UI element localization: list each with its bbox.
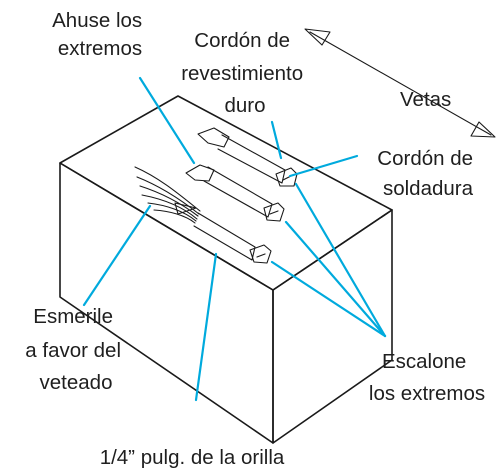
leader-orilla	[194, 252, 218, 402]
labels: Ahuse los extremos Cordón de revestimien…	[25, 9, 485, 469]
weld-bead-3	[134, 166, 272, 264]
steel-block	[59, 95, 393, 444]
bead-1-stepped-end	[275, 167, 298, 187]
label-escalone: Escalone los extremos	[369, 350, 485, 405]
leader-lines	[82, 76, 387, 402]
bead-2-tapered-start	[185, 164, 215, 182]
bead-2-body	[203, 166, 273, 218]
bead-3-stepped-end	[249, 244, 272, 264]
weld-bead-1	[197, 127, 298, 187]
grain-direction-arrow	[304, 28, 496, 138]
label-vetas: Vetas	[400, 88, 451, 111]
leader-escalone-3	[270, 260, 387, 338]
leader-revestimiento	[270, 120, 283, 160]
leader-esmerile	[82, 204, 152, 307]
block-left-face	[59, 162, 274, 444]
grinding-marks	[134, 166, 201, 224]
leader-soldadura	[288, 154, 359, 178]
grain-arrowhead-bottom	[470, 121, 496, 138]
bead-3-body	[193, 212, 256, 261]
bead-1-tapered-start	[197, 127, 230, 148]
bead-2-stepped-end	[263, 202, 285, 222]
bead-1-body	[217, 134, 286, 184]
label-soldadura: Cordón de soldadura	[377, 147, 478, 200]
label-revestimiento: Cordón de revestimiento duro	[181, 29, 309, 117]
leader-escalone-1	[294, 182, 387, 338]
leader-escalone-2	[284, 220, 387, 338]
leader-ahuse	[138, 76, 196, 165]
label-esmerile: Esmerile a favor del veteado	[25, 305, 126, 394]
block-right-face	[272, 209, 393, 444]
label-ahuse: Ahuse los extremos	[52, 9, 148, 60]
weld-bead-2	[185, 164, 285, 222]
label-orilla: 1/4” pulg. de la orilla	[100, 446, 285, 469]
grain-arrowhead-top	[304, 28, 331, 46]
